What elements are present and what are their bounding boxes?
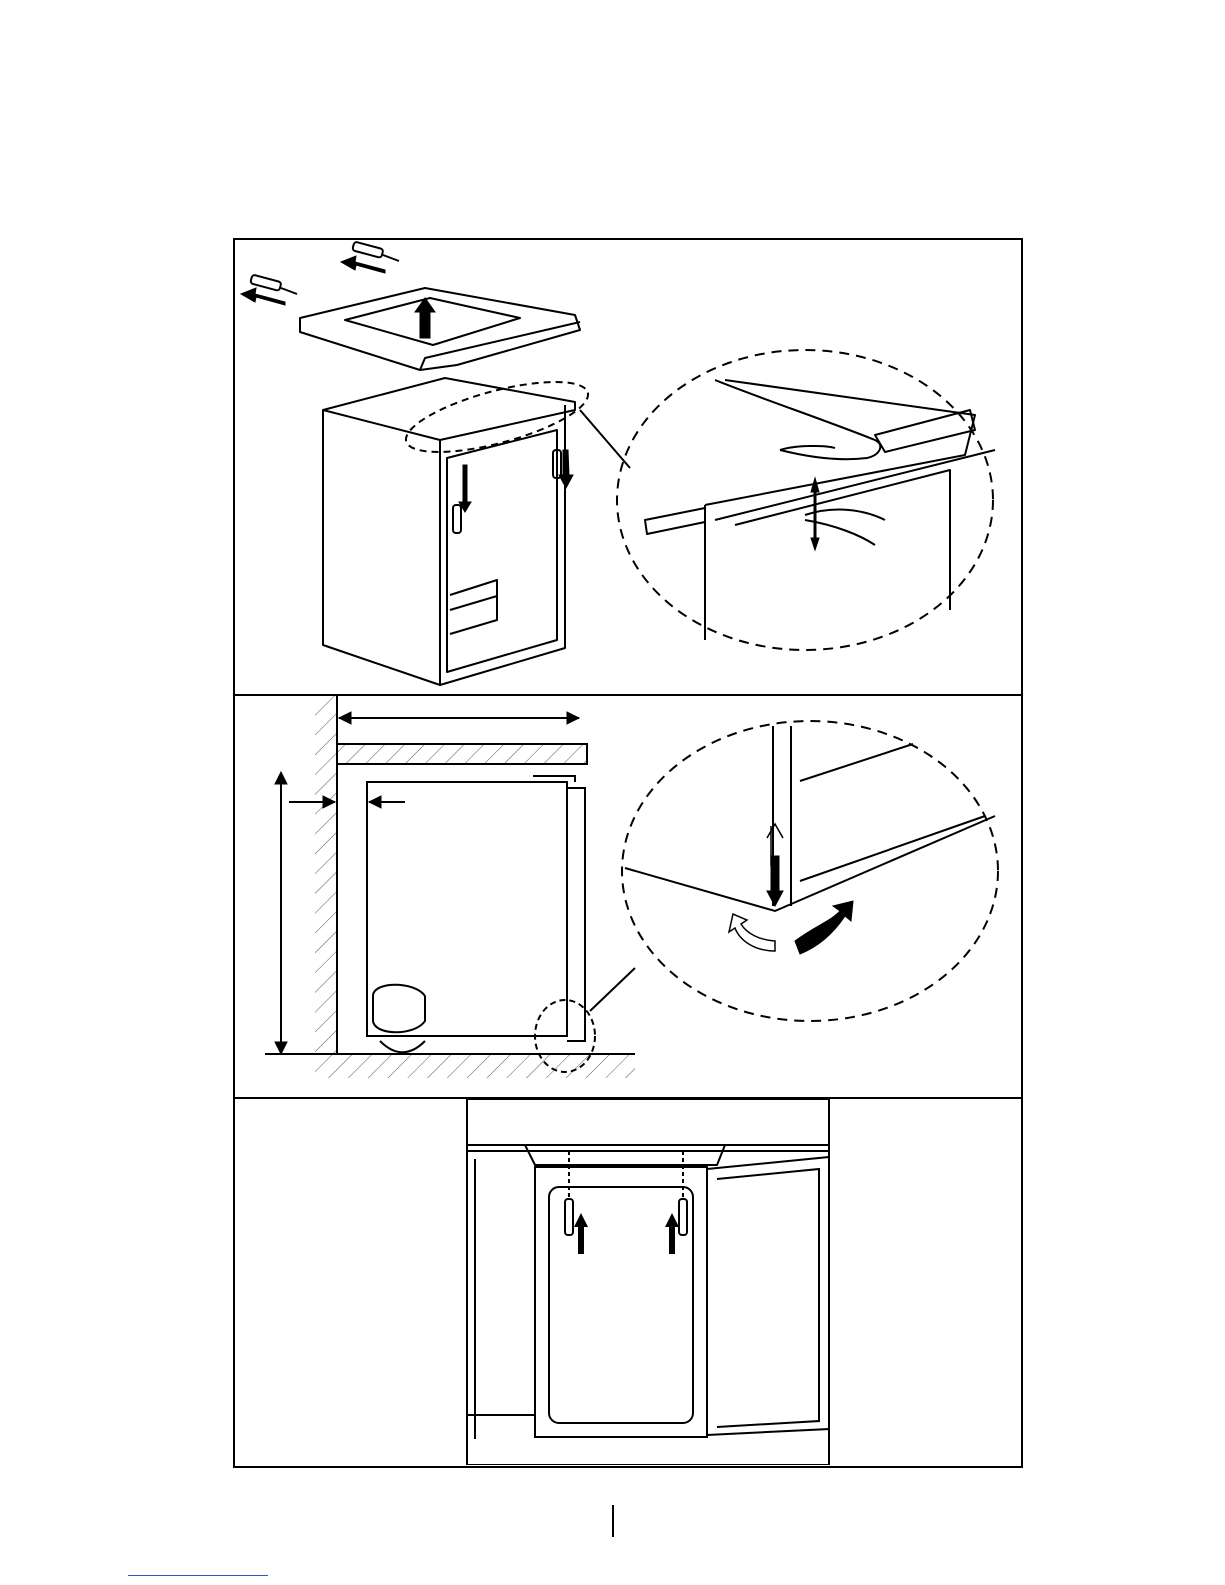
front-view-frame [467,1099,829,1465]
appliance-front [535,1167,707,1437]
rotate-clockwise-icon [795,901,853,954]
ceiling-hatch [337,744,587,764]
panel-remove-top [235,240,1021,694]
remove-top-illustration [235,240,1021,694]
vertical-arrows-icon [811,478,819,550]
worktop-lid-recess [345,298,520,345]
up-arrow-left-icon [574,1213,588,1254]
footer-link[interactable] [128,1575,268,1576]
up-arrow-right-icon [665,1213,679,1254]
screw-out-arrow-top-icon [341,256,385,273]
appliance-door [567,788,585,1041]
lift-arrow-icon [415,298,435,338]
appliance-body [367,782,567,1036]
pliers-icon [805,510,885,520]
wall-hatch [315,696,337,1054]
compressor [373,985,425,1033]
screwdriver-vertical-left-icon [453,505,461,533]
screwdriver-right-icon [679,1199,687,1235]
hinge-plate-left [645,508,705,534]
side-view-illustration [235,696,1021,1096]
zoom-detail-circle [617,350,993,650]
foot-down-arrow-icon [767,856,783,906]
leader-line [590,968,635,1011]
panel-front-view [235,1099,1021,1465]
zoom-foot-circle [622,721,998,1021]
floor-hatch [315,1054,635,1078]
leader-line [580,410,630,468]
top-panel [525,1145,725,1165]
front-view-illustration [235,1099,1021,1465]
page-number-marker [612,1505,614,1537]
screwdriver-top-icon [352,242,383,258]
open-door [707,1157,829,1435]
screwdriver-left-icon [565,1199,573,1235]
rotate-counter-clockwise-icon [729,914,775,951]
panel-side-view [235,696,1021,1096]
